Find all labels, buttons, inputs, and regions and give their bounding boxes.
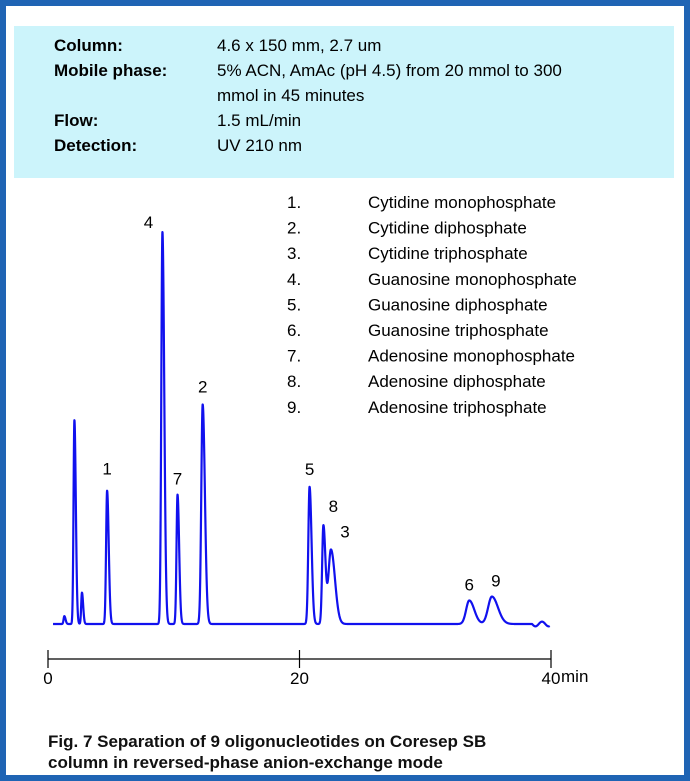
mobile-phase-value: 5% ACN, AmAc (pH 4.5) from 20 mmol to 30… bbox=[217, 61, 562, 80]
detection-value: UV 210 nm bbox=[217, 136, 303, 155]
legend-number: 6. bbox=[287, 321, 301, 340]
legend-number: 2. bbox=[287, 219, 301, 238]
mobile-phase-label: Mobile phase: bbox=[54, 61, 168, 80]
legend-entry: Adenosine monophosphate bbox=[368, 347, 575, 366]
legend-entry: Guanosine monophosphate bbox=[368, 270, 577, 289]
peak-label-3: 3 bbox=[340, 523, 349, 542]
flow-value: 1.5 mL/min bbox=[217, 111, 302, 130]
conditions-panel: Column: 4.6 x 150 mm, 2.7 um Mobile phas… bbox=[14, 26, 674, 178]
caption-line-2: column in reversed-phase anion-exchange … bbox=[48, 753, 443, 772]
x-axis-label: min bbox=[561, 667, 588, 686]
mobile-phase-value-line2: mmol in 45 minutes bbox=[217, 86, 365, 105]
legend-entry: Adenosine diphosphate bbox=[368, 372, 546, 391]
legend-entry: Guanosine diphosphate bbox=[368, 295, 548, 314]
peak-legend: 1. Cytidine monophosphate 2. Cytidine dipho… bbox=[287, 193, 577, 417]
x-tick-label: 20 bbox=[290, 669, 309, 688]
legend-number: 5. bbox=[287, 295, 301, 314]
chromatogram: 1. Cytidine monophosphate 2. Cytidine dipho… bbox=[43, 193, 588, 688]
figure-caption: Fig. 7 Separation of 9 oligonucleotides … bbox=[48, 731, 648, 773]
peak-label-6: 6 bbox=[465, 575, 474, 594]
legend-entry: Cytidine diphosphate bbox=[368, 219, 527, 238]
x-tick-label: 40 bbox=[542, 669, 561, 688]
legend-number: 4. bbox=[287, 270, 301, 289]
legend-number: 8. bbox=[287, 372, 301, 391]
flow-label: Flow: bbox=[54, 111, 99, 130]
peak-label-7: 7 bbox=[173, 470, 182, 489]
legend-entry: Cytidine triphosphate bbox=[368, 244, 528, 263]
legend-number: 7. bbox=[287, 347, 301, 366]
peak-label-5: 5 bbox=[305, 460, 314, 479]
peak-label-8: 8 bbox=[329, 497, 338, 516]
legend-entry: Cytidine monophosphate bbox=[368, 193, 556, 212]
peak-label-2: 2 bbox=[198, 377, 207, 396]
column-value: 4.6 x 150 mm, 2.7 um bbox=[217, 36, 382, 55]
chromatogram-trace bbox=[52, 231, 551, 628]
legend-number: 3. bbox=[287, 244, 301, 263]
legend-entry: Guanosine triphosphate bbox=[368, 321, 549, 340]
legend-number: 9. bbox=[287, 398, 301, 417]
legend-number: 1. bbox=[287, 193, 301, 212]
peak-label-1: 1 bbox=[102, 460, 111, 479]
caption-line-1: Fig. 7 Separation of 9 oligonucleotides … bbox=[48, 732, 487, 751]
detection-label: Detection: bbox=[54, 136, 138, 155]
peak-label-9: 9 bbox=[491, 572, 500, 591]
column-label: Column: bbox=[54, 36, 123, 55]
peak-label-4: 4 bbox=[144, 213, 153, 232]
x-tick-label: 0 bbox=[43, 669, 52, 688]
legend-entry: Adenosine triphosphate bbox=[368, 398, 547, 417]
